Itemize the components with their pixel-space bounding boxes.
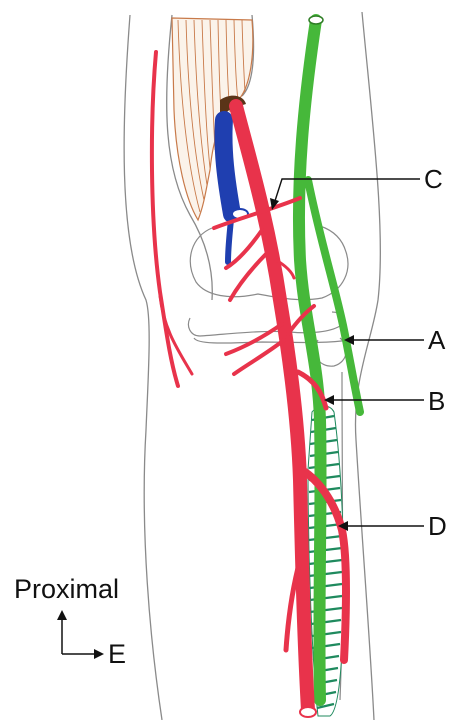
limb-right-contour (355, 12, 380, 720)
e-label: E (108, 641, 126, 668)
label-b: B (428, 388, 445, 414)
label-c: C (424, 166, 443, 192)
proximal-arrowhead (57, 610, 67, 620)
vein-main (223, 120, 232, 214)
nerve-cut-end (309, 16, 323, 24)
proximal-label: Proximal (14, 576, 119, 603)
superficial-vessel-branch (160, 296, 192, 374)
artery-branch-inf2 (234, 340, 284, 374)
vein-lower (228, 210, 232, 262)
e-arrowhead (94, 649, 104, 659)
tibia-head (194, 338, 350, 343)
orientation-arrows (62, 616, 98, 654)
label-d: D (428, 513, 447, 539)
artery-cut-end (300, 707, 316, 717)
label-a: A (428, 327, 445, 353)
orientation-arrowheads (57, 610, 104, 659)
limb-left-contour (124, 15, 162, 720)
